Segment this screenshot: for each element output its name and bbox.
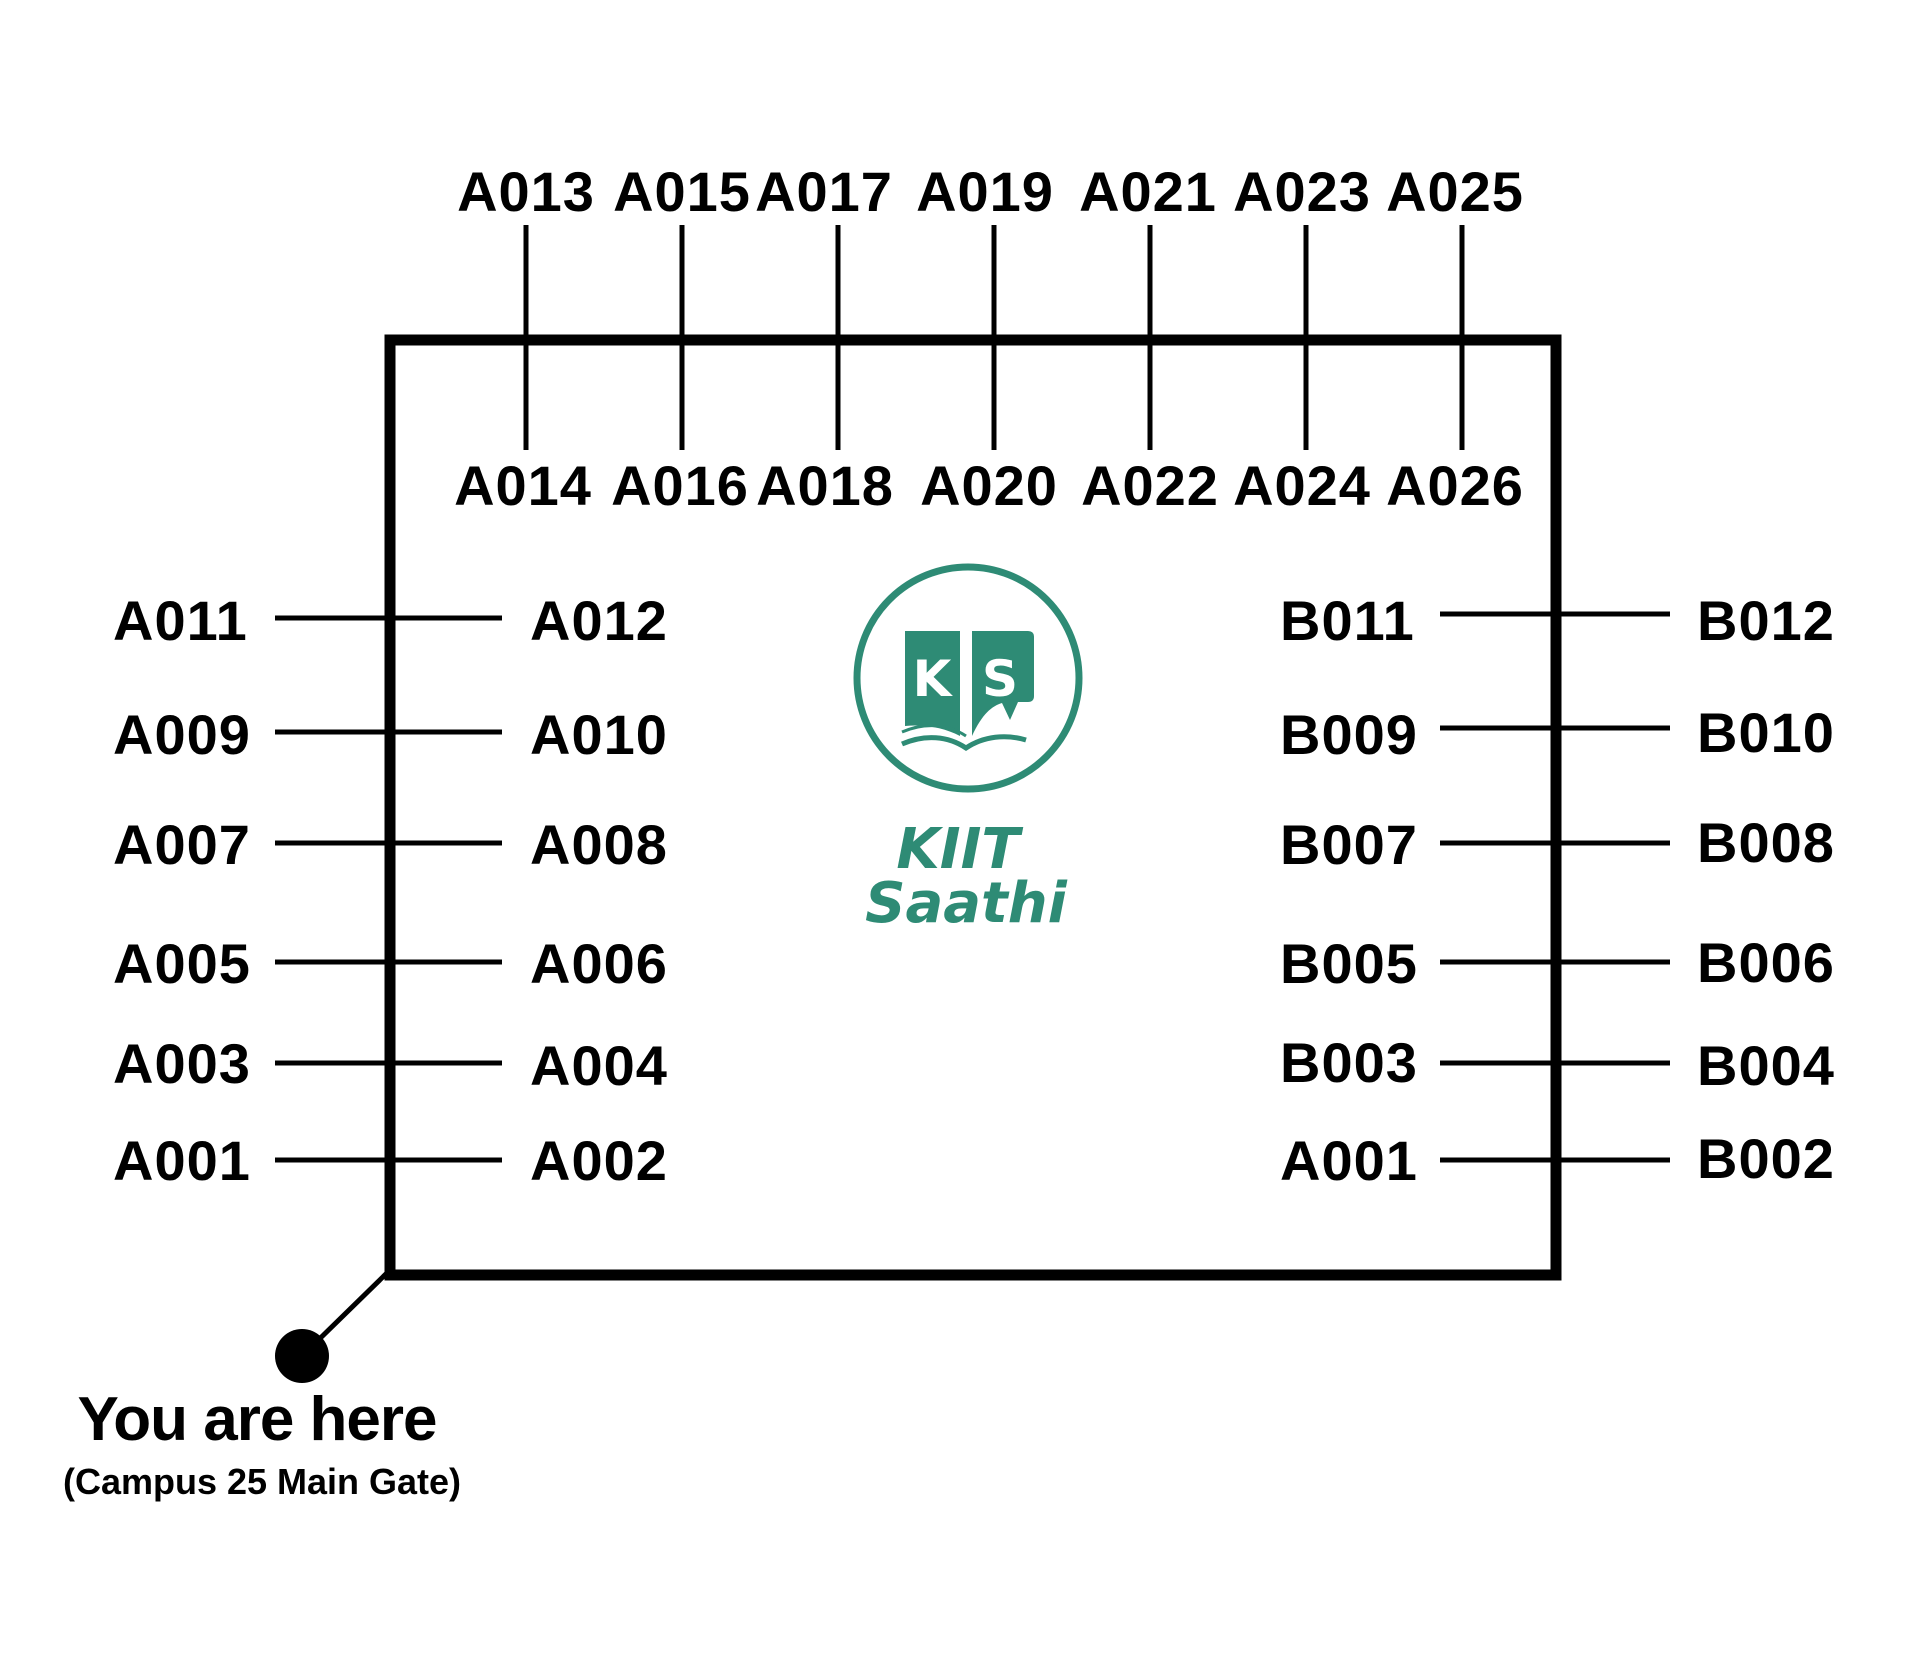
top-connectors xyxy=(523,225,1465,450)
room-label: A007 xyxy=(113,813,251,876)
you-are-here-title: You are here xyxy=(77,1385,436,1454)
room-label: A001 xyxy=(1280,1129,1418,1192)
room-label: A019 xyxy=(916,160,1054,223)
right-inner-labels: B011 B009 B007 B005 B003 A001 xyxy=(1280,589,1418,1192)
room-label: A014 xyxy=(454,454,592,517)
room-label: B011 xyxy=(1280,589,1415,652)
brand-name-line-1: KIIT xyxy=(896,817,1023,882)
location-name: (Campus 25 Main Gate) xyxy=(63,1461,461,1502)
room-label: A010 xyxy=(530,703,668,766)
room-label: A016 xyxy=(611,454,749,517)
room-label: B009 xyxy=(1280,703,1418,766)
room-label: B003 xyxy=(1280,1031,1418,1094)
left-outer-labels: A011 A009 A007 A005 A003 A001 xyxy=(113,589,251,1192)
room-label: A026 xyxy=(1386,454,1524,517)
room-label: B012 xyxy=(1697,589,1835,652)
top-upper-labels: A013 A015 A017 A019 A021 A023 A025 xyxy=(457,160,1524,223)
room-label: A015 xyxy=(613,160,751,223)
room-label: A021 xyxy=(1079,160,1217,223)
right-connectors xyxy=(1440,611,1670,1163)
room-label: B004 xyxy=(1697,1034,1835,1097)
room-label: A008 xyxy=(530,813,668,876)
room-label: A002 xyxy=(530,1129,668,1192)
room-label: A018 xyxy=(756,454,894,517)
room-label: A012 xyxy=(530,589,668,652)
left-connectors xyxy=(275,615,502,1163)
you-are-here-marker: You are here (Campus 25 Main Gate) xyxy=(63,1268,461,1502)
room-label: A017 xyxy=(755,160,893,223)
top-lower-labels: A014 A016 A018 A020 A022 A024 A026 xyxy=(454,454,1524,517)
logo-initial-s: S xyxy=(982,650,1018,708)
brand-name-line-2: Saathi xyxy=(865,871,1068,936)
location-dot-icon xyxy=(275,1329,329,1383)
room-label: B002 xyxy=(1697,1127,1835,1190)
room-label: B007 xyxy=(1280,813,1418,876)
left-inner-labels: A012 A010 A008 A006 A004 A002 xyxy=(530,589,668,1192)
logo-ring xyxy=(853,563,1083,793)
logo-initial-k: K xyxy=(913,650,954,708)
room-label: A023 xyxy=(1233,160,1371,223)
room-label: A006 xyxy=(530,932,668,995)
room-label: A024 xyxy=(1233,454,1371,517)
room-label: A004 xyxy=(530,1034,668,1097)
room-label: A005 xyxy=(113,932,251,995)
room-label: A011 xyxy=(113,589,248,652)
room-label: A013 xyxy=(457,160,595,223)
kiit-saathi-logo: K S KIIT Saathi xyxy=(853,563,1083,936)
room-label: A025 xyxy=(1386,160,1524,223)
book-chat-icon: K S xyxy=(901,631,1034,752)
room-label: A003 xyxy=(113,1032,251,1095)
room-label: A022 xyxy=(1081,454,1219,517)
right-outer-labels: B012 B010 B008 B006 B004 B002 xyxy=(1697,589,1835,1190)
room-label: B008 xyxy=(1697,811,1835,874)
room-label: A020 xyxy=(920,454,1058,517)
room-label: A009 xyxy=(113,703,251,766)
room-label: B005 xyxy=(1280,932,1418,995)
building-outline xyxy=(384,334,1562,1281)
room-label: B010 xyxy=(1697,701,1835,764)
room-label: A001 xyxy=(113,1129,251,1192)
room-label: B006 xyxy=(1697,931,1835,994)
